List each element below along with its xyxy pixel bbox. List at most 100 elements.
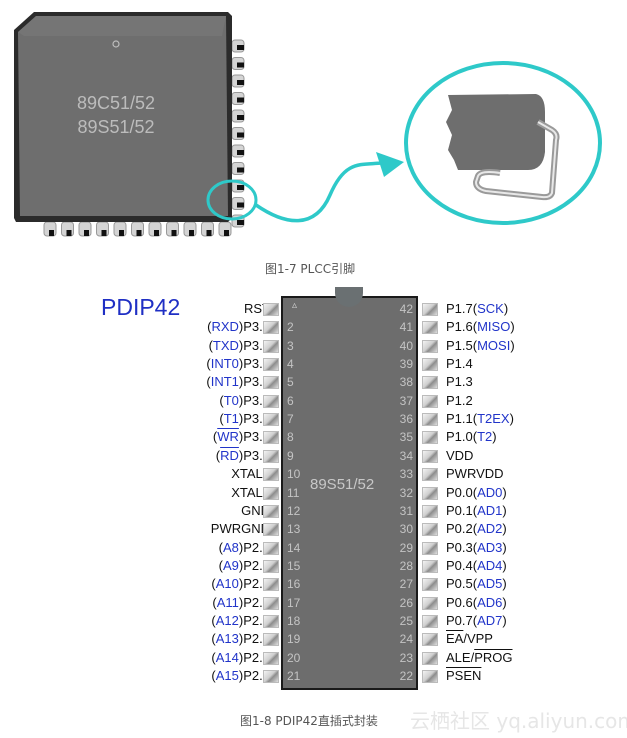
pin-alt-function: AD0 (477, 484, 503, 500)
left-pin-label: (A12)P2.4 (211, 612, 270, 630)
pin-number: 33 (399, 467, 413, 482)
pin-number: 38 (399, 375, 413, 390)
pin-alt-function: T0 (223, 392, 239, 408)
right-pin-label: PWRVDD (446, 465, 504, 483)
paren: ) (503, 301, 509, 316)
pin-name: VPP (466, 631, 493, 647)
pin-name: P1.5 (446, 337, 473, 353)
pin-lead-icon (263, 578, 279, 592)
pin-number: 36 (399, 412, 413, 427)
plcc-lead-shadow (171, 230, 177, 236)
pin-name: P1.1 (446, 411, 473, 427)
slash: / (463, 631, 467, 647)
pin-name: EA (446, 631, 464, 647)
paren: ( (211, 668, 216, 683)
plcc-lead-shadow (237, 62, 244, 68)
plcc-lead-shadow (237, 115, 244, 120)
plcc-lead-shadow (237, 132, 244, 138)
right-pin-label: EA/VPP (446, 630, 493, 648)
pin-number: 25 (399, 613, 413, 628)
pin-alt-function: AD1 (477, 502, 503, 518)
plcc-lead-shadow (237, 220, 244, 225)
pin-lead-icon (422, 376, 438, 390)
pin-lead-icon (422, 651, 438, 665)
left-pin-label: (RXD)P3.0 (207, 318, 270, 336)
paren: ) (238, 631, 244, 647)
pin-alt-function: AD7 (477, 612, 503, 628)
right-pin-label: P0.3(AD3) (446, 539, 507, 557)
pin-number: 19 (287, 632, 301, 647)
pin-number: 29 (399, 540, 413, 555)
left-pin-label: (RD)P3.7 (216, 447, 270, 465)
pin-number: 12 (287, 503, 301, 518)
right-pin-label: P0.4(AD4) (446, 557, 507, 575)
pin-name: ALE (446, 649, 471, 665)
paren: ( (472, 594, 478, 610)
pin-number: 26 (399, 595, 413, 610)
pin-name: P1.3 (446, 374, 473, 390)
plcc-bottom-leads (43, 221, 232, 237)
pin-name: P0.3 (446, 539, 473, 555)
pin-name: PROG (474, 649, 513, 665)
paren: ( (212, 594, 217, 610)
paren: ) (238, 447, 244, 463)
paren: ) (238, 539, 244, 555)
pin-lead-icon (263, 376, 279, 390)
paren: ( (472, 429, 478, 445)
paren: ) (510, 337, 515, 353)
pin-name: P1.6 (446, 319, 473, 335)
paren: ) (238, 392, 244, 408)
pin-lead-icon (422, 431, 438, 445)
pin-number: 34 (399, 448, 413, 463)
pin-lead-icon (422, 670, 438, 683)
pin-lead-icon (263, 541, 279, 555)
plcc-chip-label-2: 89S51/52 (77, 117, 154, 137)
pin-lead-icon (263, 559, 279, 573)
paren: ( (211, 576, 216, 592)
pin-name: PSEN (446, 668, 482, 683)
pin-alt-function: AD4 (477, 557, 503, 573)
paren: ( (218, 557, 223, 573)
pin-alt-function: A11 (216, 594, 239, 610)
pin-number: 14 (287, 540, 301, 555)
pin-alt-function: A12 (215, 612, 239, 628)
pin-name: P0.2 (446, 521, 473, 537)
pin-number: 2 (287, 320, 294, 335)
plcc-lead-shadow (119, 230, 124, 236)
arrow-head-icon (376, 152, 404, 177)
paren: ( (472, 337, 478, 353)
pin-number: 6 (287, 393, 294, 408)
paren: ) (502, 594, 507, 610)
right-pin-label: P1.5(MOSI) (446, 337, 515, 355)
pin-lead-icon (422, 449, 438, 463)
paren: ( (472, 576, 478, 592)
pin-number: 41 (399, 320, 413, 335)
paren: ) (238, 594, 244, 610)
pin-alt-function: AD5 (477, 576, 503, 592)
pin-number: 11 (287, 485, 300, 500)
plcc-lead-shadow (237, 80, 244, 85)
left-pin-label: (A14)P2.6 (211, 649, 270, 667)
pin-name: P0.0 (446, 484, 473, 500)
pin-lead-icon (422, 394, 438, 408)
paren: ( (472, 484, 478, 500)
pin-lead-icon (263, 321, 279, 335)
pin-name: P0.7 (446, 612, 473, 628)
pin-alt-function: AD2 (477, 521, 503, 537)
pin-lead-icon (263, 486, 279, 500)
pin-number: 20 (287, 650, 301, 665)
pin-alt-function: T2 (477, 429, 493, 445)
plcc-lead-shadow (237, 97, 244, 103)
pin-number: 17 (287, 595, 301, 610)
pin-number: 23 (399, 650, 413, 665)
left-pin-label: (INT1)P3.3 (206, 373, 270, 391)
pin-alt-function: AD3 (477, 539, 503, 555)
magnified-body-fragment (446, 94, 545, 170)
paren: ) (238, 374, 244, 390)
right-pin-label: P1.2 (446, 392, 473, 410)
pin-lead-icon (263, 523, 279, 537)
pin-number: 4 (287, 357, 294, 372)
paren: ) (492, 429, 497, 445)
pin-alt-function: A14 (215, 649, 239, 665)
pin-number: 16 (287, 577, 301, 592)
